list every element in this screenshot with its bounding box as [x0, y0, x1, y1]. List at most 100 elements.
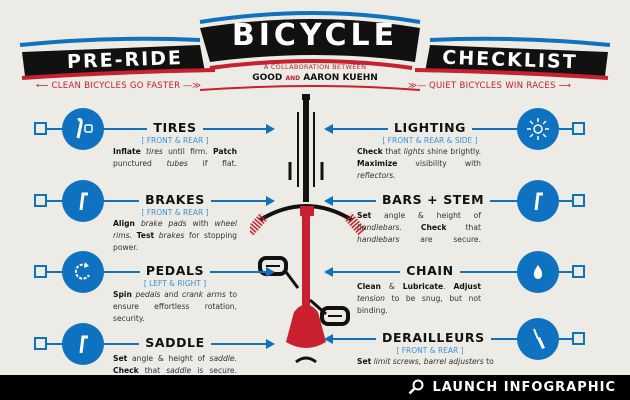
item-description: Inflate tires until firm. Patch puncture… [113, 146, 237, 170]
item-title-wrap: BRAKES [115, 192, 235, 207]
description-segment: tires [146, 147, 163, 156]
launch-label: LAUNCH INFOGRAPHIC [432, 379, 616, 395]
left-slogan: ⟵ CLEAN BICYCLES GO FASTER ―≫ [36, 81, 202, 91]
checkbox[interactable] [572, 194, 585, 207]
item-tag: [ LEFT & RIGHT ] [143, 279, 207, 288]
description-segment: angle & height of [371, 211, 481, 220]
description-segment: to [483, 357, 494, 366]
arrow-left-icon [324, 124, 333, 134]
description-segment: saddle [166, 366, 192, 375]
description-segment: Check [357, 147, 383, 156]
description-segment: until firm. [162, 147, 213, 156]
description-segment: shine brightly. [424, 147, 481, 156]
item-description: Set angle & height of saddle. Check that… [113, 353, 237, 377]
description-segment: wheel rims. [113, 219, 237, 240]
description-segment: crank [181, 290, 204, 299]
item-title: BARS + STEM [376, 192, 491, 207]
description-segment: to ensure effortless rotation, security. [113, 290, 237, 323]
item-title: TIRES [147, 120, 203, 135]
description-segment: Check [420, 223, 447, 232]
description-segment: handlebars [357, 235, 400, 244]
item-description: Set angle & height of handlebars. Check … [357, 210, 481, 246]
item-title-wrap: BARS + STEM [370, 192, 491, 207]
collab-good: GOOD [252, 73, 283, 83]
header-banner [19, 11, 611, 91]
description-segment: Patch [212, 147, 237, 156]
description-segment: for stopping power. [113, 231, 237, 252]
description-segment: visibility with [397, 159, 481, 168]
checkbox[interactable] [572, 265, 585, 278]
description-segment: with [186, 219, 215, 228]
description-segment: tension [357, 294, 385, 303]
item-title: SADDLE [139, 335, 211, 350]
item-title-wrap: PEDALS [115, 263, 235, 278]
description-segment: limit screws, barrel adjusters [373, 357, 484, 366]
checklist-item-derailleurs: DERAILLEURS[ FRONT & REAR ]Set limit scr… [320, 318, 620, 388]
item-tag: [ FRONT & REAR & SIDE ] [382, 136, 478, 145]
right-slogan-text: QUIET BICYCLES WIN RACES [429, 81, 556, 91]
description-segment [402, 223, 421, 232]
description-segment: to be snug, but not binding. [357, 294, 481, 315]
description-segment: reflectors. [357, 171, 396, 180]
description-segment: Align [113, 219, 135, 228]
connector-line [545, 128, 585, 130]
description-segment: punctured [113, 159, 167, 168]
description-segment: Adjust [453, 282, 481, 291]
right-slogan: ≫― QUIET BICYCLES WIN RACES ⟶ [408, 81, 572, 91]
arrow-right-icon [266, 339, 275, 349]
item-title: LIGHTING [387, 120, 473, 135]
description-segment: are secure. [399, 235, 481, 244]
allen-key-icon [517, 180, 559, 222]
description-segment: Set [113, 354, 128, 363]
left-slogan-text: CLEAN BICYCLES GO FASTER [51, 81, 181, 91]
collab-aaron-kuehn: AARON KUEHN [303, 73, 378, 83]
description-segment: angle & height of [127, 354, 210, 363]
item-description: Align brake pads with wheel rims. Test b… [113, 218, 237, 254]
description-segment: Check [113, 366, 139, 375]
arrow-right-icon [266, 196, 275, 206]
checkbox[interactable] [572, 332, 585, 345]
description-segment: lights [403, 147, 425, 156]
connector-line [545, 338, 585, 340]
item-tag: [ FRONT & REAR ] [141, 208, 209, 217]
checklist-item-chain: CHAIN Clean & Lubricate. Adjust tension t… [320, 251, 620, 321]
arrow-left-icon [324, 334, 333, 344]
collab-and: AND [285, 75, 301, 82]
checkbox[interactable] [34, 265, 47, 278]
description-segment: is secure. [191, 366, 237, 375]
banner-bicycle: BICYCLE [231, 18, 399, 53]
connector-line [545, 200, 585, 202]
arrow-left-icon [324, 196, 333, 206]
collab-names: GOOD AND AARON KUEHN [238, 73, 392, 83]
item-title-wrap: LIGHTING [370, 120, 490, 135]
description-segment: . [443, 282, 454, 291]
checklist-item-lighting: LIGHTING[ FRONT & REAR & SIDE ] Check tha… [320, 108, 620, 180]
checkbox[interactable] [34, 194, 47, 207]
item-title-wrap: DERAILLEURS [370, 330, 491, 345]
checklist-item-bars-stem: BARS + STEM Set angle & height of handleb… [320, 180, 620, 250]
description-segment: arms [206, 290, 226, 299]
oil-drop-icon [517, 251, 559, 293]
item-description: Clean & Lubricate. Adjust tension to be … [357, 281, 481, 317]
checkbox[interactable] [34, 122, 47, 135]
item-description: Set limit screws, barrel adjusters to [357, 356, 494, 368]
description-segment: Test [136, 231, 155, 240]
checklist-item-tires: TIRES[ FRONT & REAR ]Inflate tires until… [30, 108, 330, 178]
description-segment: brakes [158, 231, 185, 240]
description-segment: and [160, 290, 182, 299]
arrow-right-icon [266, 267, 275, 277]
description-segment: that [382, 147, 404, 156]
arrow-left-icon [324, 267, 333, 277]
item-title: PEDALS [139, 263, 211, 278]
item-tag: [ FRONT & REAR ] [141, 136, 209, 145]
checkbox[interactable] [34, 337, 47, 350]
search-icon [409, 379, 424, 395]
allen-key-icon [62, 323, 104, 365]
item-title: CHAIN [400, 263, 460, 278]
item-title-wrap: CHAIN [370, 263, 490, 278]
arrow-right-icon [266, 124, 275, 134]
allen-key-icon [62, 180, 104, 222]
launch-infographic-button[interactable]: LAUNCH INFOGRAPHIC [408, 379, 616, 395]
screwdriver-icon [517, 318, 559, 360]
checkbox[interactable] [572, 122, 585, 135]
